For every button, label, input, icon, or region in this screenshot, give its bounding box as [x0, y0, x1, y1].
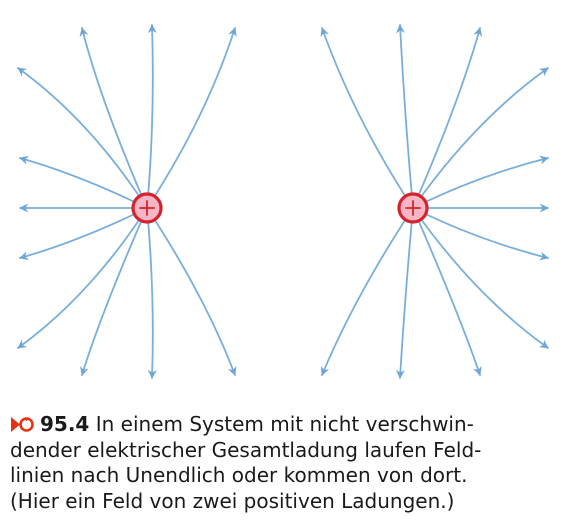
- caption-text-line-3: linien nach Unendlich oder kommen von do…: [10, 463, 468, 487]
- field-line: [79, 27, 148, 209]
- caption-text-line-1: In einem System mit nicht verschwin-: [95, 412, 474, 436]
- field-line: [320, 207, 414, 376]
- field-line: [412, 155, 549, 209]
- caption-line-1: 95.4 In einem System mit nicht verschwin…: [10, 412, 562, 438]
- field-lines-right-charge: [320, 24, 549, 379]
- field-line: [19, 207, 148, 261]
- field-line: [146, 27, 237, 209]
- caption-text-line-2: dender elektrischer Gesamtladung laufen …: [10, 437, 482, 462]
- field-line: [395, 24, 414, 209]
- field-lines-left-charge: [17, 24, 237, 379]
- caption-text-line-4: (Hier ein Feld von zwei positiven Ladung…: [10, 488, 455, 513]
- figure-caption: 95.4 In einem System mit nicht verschwin…: [10, 412, 562, 514]
- field-line: [17, 207, 148, 349]
- positive-charge-right: +: [397, 192, 429, 224]
- field-line: [146, 207, 157, 379]
- positive-charge-left: +: [131, 192, 163, 224]
- field-diagram: + +: [17, 24, 549, 379]
- field-line: [396, 207, 414, 379]
- field-line: [412, 207, 549, 349]
- figure-number: 95.4: [40, 412, 90, 436]
- field-line: [412, 207, 482, 376]
- figure-reference-icon: [11, 417, 34, 432]
- field-line: [17, 67, 148, 209]
- field-line: [146, 207, 237, 376]
- field-line: [146, 24, 157, 209]
- field-line: [412, 27, 483, 209]
- field-line: [412, 207, 549, 261]
- field-line: [320, 27, 414, 209]
- field-line: [80, 207, 148, 376]
- field-line: [19, 155, 148, 209]
- field-line: [412, 67, 549, 209]
